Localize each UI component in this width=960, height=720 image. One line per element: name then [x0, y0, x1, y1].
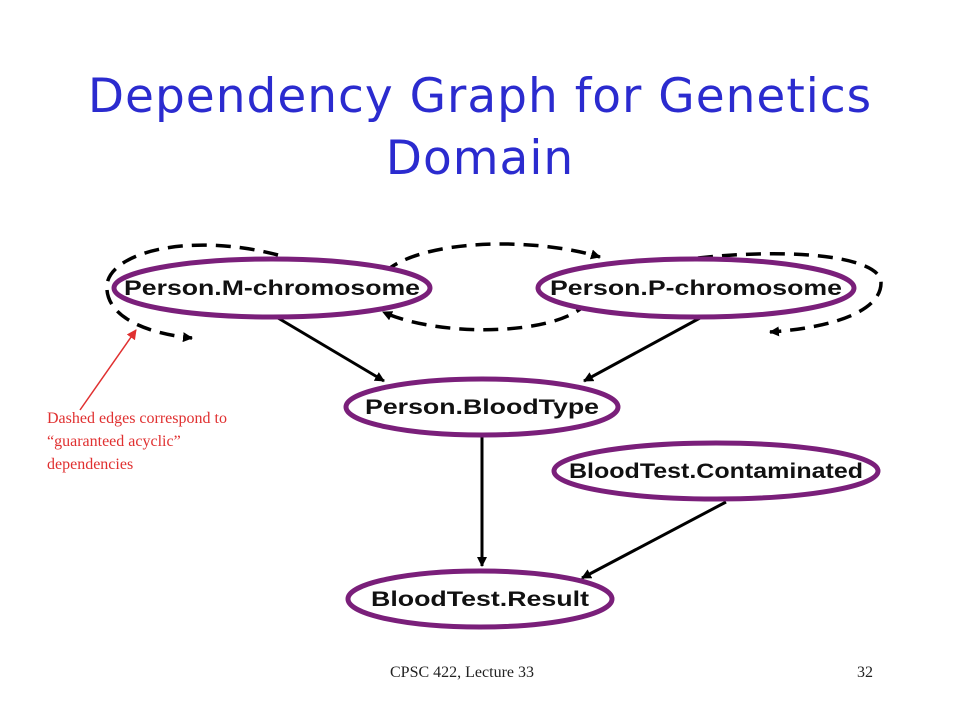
- dashed-edge-p-to-m: [382, 300, 590, 332]
- annotation-line-1: Dashed edges correspond to: [47, 410, 227, 427]
- dashed-loop-p-chromosome: [697, 251, 883, 337]
- node-result-label: BloodTest.Result: [371, 588, 589, 611]
- edge-p-chromosome-to-blood-type: [583, 316, 701, 383]
- node-m-chromosome: Person.M-chromosome: [111, 256, 433, 320]
- node-m-chromosome-label: Person.M-chromosome: [124, 277, 420, 300]
- edge-m-chromosome-to-blood-type: [277, 316, 385, 383]
- slide-title-line-1: Dependency Graph for Genetics: [87, 69, 873, 124]
- node-p-chromosome: Person.P-chromosome: [535, 256, 857, 320]
- node-contaminated: BloodTest.Contaminated: [551, 440, 881, 502]
- node-blood-type-label: Person.BloodType: [365, 396, 599, 419]
- dashed-edges-annotation: Dashed edges correspond to “guaranteed a…: [47, 407, 317, 476]
- edge-contaminated-to-result: [581, 500, 727, 580]
- node-blood-type: Person.BloodType: [343, 376, 621, 438]
- node-contaminated-label: BloodTest.Contaminated: [569, 460, 863, 483]
- footer-lecture: CPSC 422, Lecture 33: [390, 664, 534, 681]
- node-result: BloodTest.Result: [345, 568, 615, 630]
- annotation-arrow: [79, 329, 137, 411]
- annotation-line-3: dependencies: [47, 456, 134, 473]
- dashed-loop-m-chromosome: [105, 243, 279, 343]
- footer-page-number: 32: [857, 664, 873, 681]
- dashed-edge-m-to-p: [383, 242, 601, 274]
- node-p-chromosome-label: Person.P-chromosome: [550, 277, 842, 300]
- slide-title: Dependency Graph for Genetics Domain: [40, 66, 920, 190]
- slide-title-line-2: Domain: [385, 131, 575, 186]
- annotation-line-2: “guaranteed acyclic”: [47, 433, 181, 450]
